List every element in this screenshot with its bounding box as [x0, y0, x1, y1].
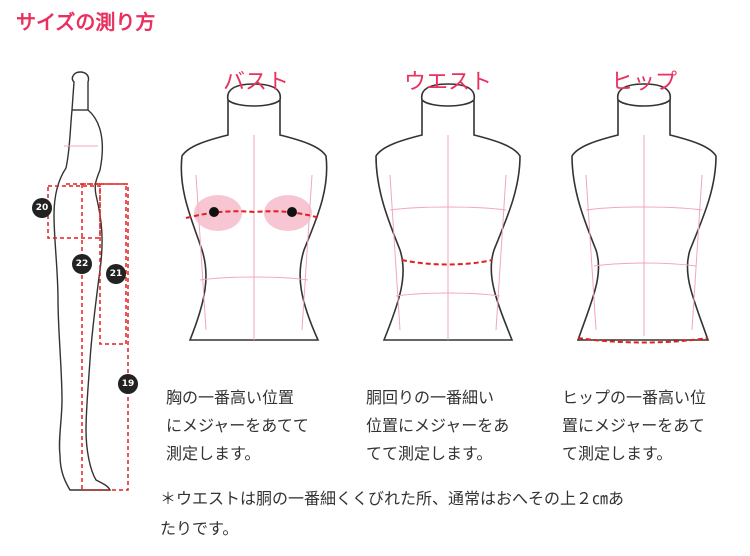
waist-description-line: 胴回りの一番細い [366, 388, 495, 407]
waist-footnote: ＊ウエストは胴の一番細くくびれた所、通常はおへその上２㎝あ たりです。 [160, 484, 720, 544]
bust-description: 胸の一番高い位置 にメジャーをあてて 測定します。 [166, 384, 309, 468]
waist-description: 胴回りの一番細い 位置にメジャーをあ てて測定します。 [366, 384, 509, 468]
waist-description-line: てて測定します。 [366, 444, 493, 463]
footnote-line: ＊ウエストは胴の一番細くくびれた所、通常はおへその上２㎝あ [160, 489, 625, 508]
bust-description-line: 胸の一番高い位置 [166, 388, 295, 407]
hip-description: ヒップの一番高い位 置にメジャーをあて て測定します。 [562, 384, 706, 468]
waist-label: ウエスト [403, 70, 492, 95]
hip-description-line: ヒップの一番高い位 [562, 388, 707, 407]
marker-21: 21 [106, 264, 126, 284]
footnote-line: たりです。 [160, 519, 239, 538]
page-title: サイズの測り方 [16, 10, 156, 34]
hip-description-line: て測定します。 [562, 444, 673, 463]
hip-label: ヒップ [610, 70, 677, 95]
marker-19: 19 [118, 374, 138, 394]
marker-20: 20 [32, 198, 52, 218]
marker-22: 22 [72, 254, 92, 274]
bust-label: バスト [222, 70, 289, 95]
waist-description-line: 位置にメジャーをあ [366, 416, 510, 435]
hip-description-line: 置にメジャーをあて [562, 416, 705, 435]
bust-description-line: 測定します。 [166, 444, 261, 463]
bust-description-line: にメジャーをあてて [166, 416, 309, 435]
